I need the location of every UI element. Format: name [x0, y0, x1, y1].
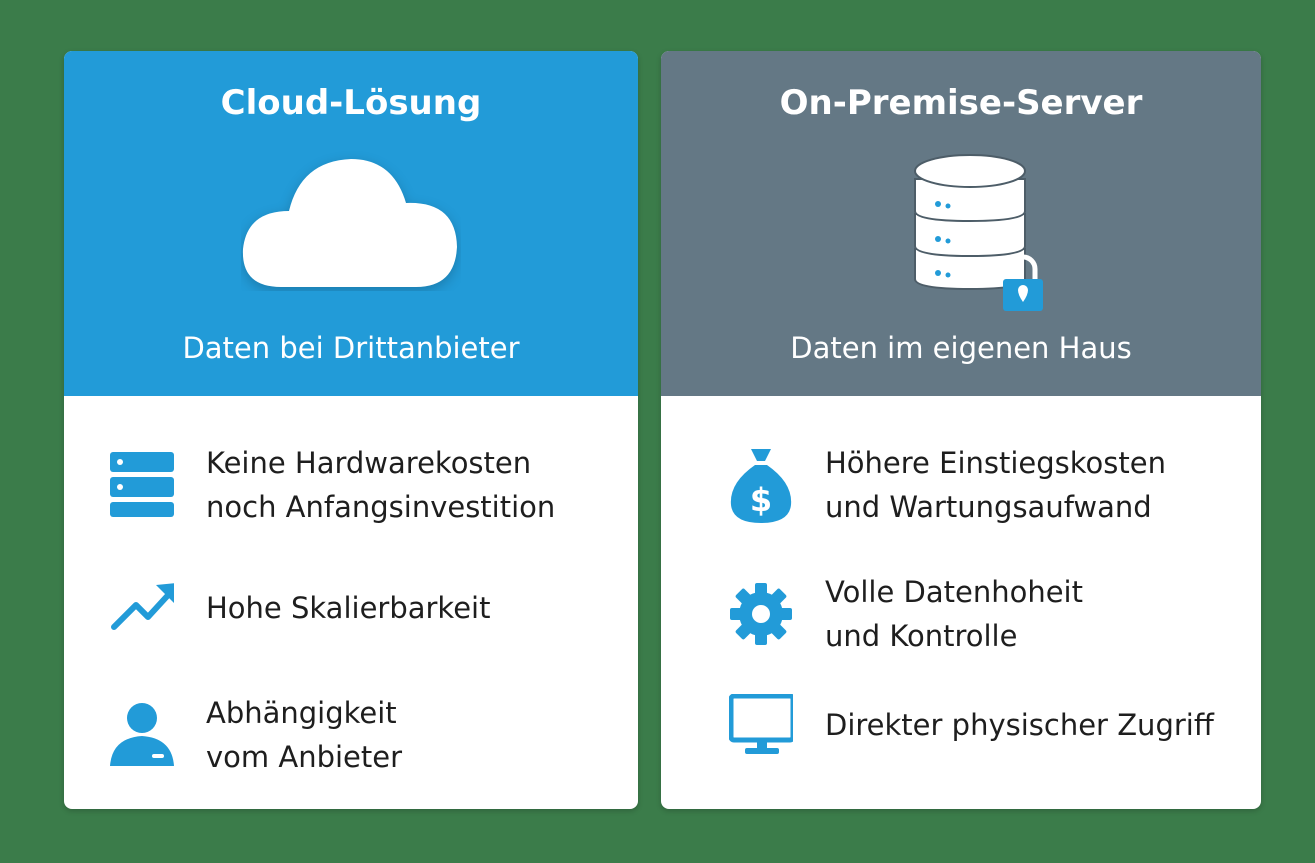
list-item: Keine Hardwarekosten noch Anfangsinvestit… [64, 441, 638, 529]
item-text: Volle Datenhoheit [825, 575, 1083, 609]
svg-text:$: $ [750, 481, 772, 519]
item-text: noch Anfangsinvestition [206, 490, 556, 524]
item-text: und Wartungsaufwand [825, 490, 1152, 524]
list-item: Hohe Skalierbarkeit [64, 576, 638, 640]
item-text: Hohe Skalierbarkeit [206, 591, 491, 625]
user-icon [110, 703, 174, 767]
item-text: Keine Hardwarekosten [206, 446, 532, 480]
money-bag-icon: $ [729, 449, 793, 523]
cloud-card: Cloud-Lösung Daten bei Drittanbieter Kei… [64, 51, 638, 809]
server-stack-icon [110, 452, 174, 517]
cloud-icon [242, 159, 457, 287]
item-text: Abhängigkeit [206, 696, 397, 730]
item-text: und Kontrolle [825, 619, 1018, 653]
item-text: Direkter physischer Zugriff [825, 708, 1214, 742]
database-lock-icon [914, 154, 1043, 311]
cloud-subtitle: Daten bei Drittanbieter [182, 331, 520, 365]
list-item: Direkter physischer Zugriff [661, 693, 1261, 757]
cloud-title: Cloud-Lösung [220, 83, 482, 123]
onprem-header: On-Premise-Server Daten im eigenen Haus [661, 51, 1261, 396]
onprem-subtitle: Daten im eigenen Haus [790, 331, 1132, 365]
list-item: Abhängigkeit vom Anbieter [64, 691, 638, 779]
item-text: Höhere Einstiegskosten [825, 446, 1166, 480]
onprem-card: On-Premise-Server Daten im eigenen Haus … [661, 51, 1261, 809]
list-item: Volle Datenhoheit und Kontrolle [661, 570, 1261, 658]
trend-up-icon [110, 576, 174, 640]
item-text: vom Anbieter [206, 740, 403, 774]
monitor-icon [729, 693, 793, 757]
cloud-header: Cloud-Lösung Daten bei Drittanbieter [64, 51, 638, 396]
gear-icon [729, 582, 793, 646]
list-item: $ Höhere Einstiegskosten und Wartungsaufw… [661, 441, 1261, 529]
onprem-title: On-Premise-Server [779, 83, 1143, 123]
